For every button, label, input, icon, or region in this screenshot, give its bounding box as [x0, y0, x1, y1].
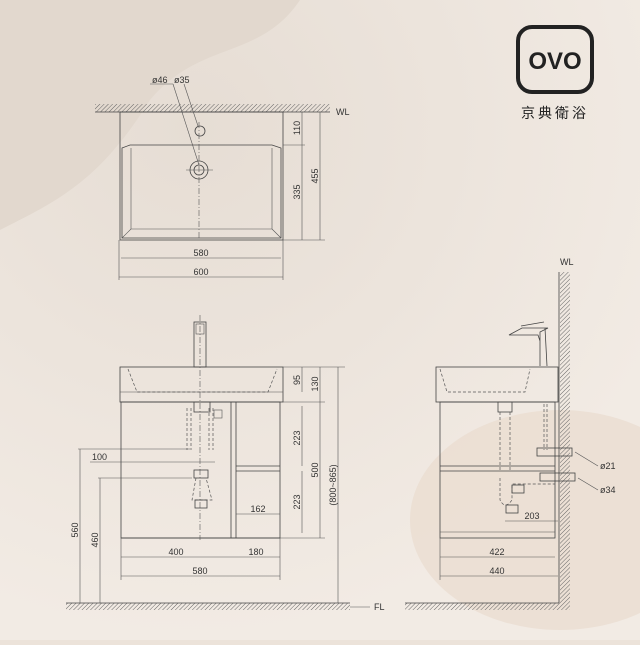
wall-hatch: [560, 272, 570, 603]
dim-180: 180: [248, 547, 263, 557]
faucet: [508, 327, 549, 367]
front-view: FL 100 560 460 95 130 223: [66, 315, 385, 612]
dim-560: 560: [70, 522, 80, 537]
dim-223-upper: 223: [292, 430, 302, 445]
dim-460: 460: [90, 532, 100, 547]
dim-440: 440: [489, 566, 504, 576]
drain-fitting: [193, 401, 211, 413]
dim-110: 110: [292, 121, 302, 135]
dim-600: 600: [193, 267, 208, 277]
dim-130: 130: [310, 376, 320, 391]
brand-name: 京典衛浴: [521, 105, 589, 121]
drain-diameter: ø46: [152, 75, 168, 85]
dim-455: 455: [310, 168, 320, 183]
dim-400: 400: [168, 547, 183, 557]
floor-hatch: [66, 603, 350, 610]
dim-500: 500: [310, 462, 320, 477]
cabinet: [439, 401, 556, 539]
dim-223-lower: 223: [292, 494, 302, 509]
brand-logo: OVO 京典衛浴: [516, 25, 594, 121]
dim-580-cabinet: 580: [192, 566, 207, 576]
tap-hole: [194, 125, 206, 137]
dim-580: 580: [193, 248, 208, 258]
wall-hatch: [95, 104, 330, 112]
floor-label: FL: [374, 602, 385, 612]
supply-pipe-diameter: ø21: [600, 461, 616, 471]
background-swirl: [0, 0, 300, 230]
dim-335: 335: [292, 184, 302, 199]
supply-pipe: [536, 447, 573, 457]
wall-label: WL: [336, 107, 350, 117]
floor-hatch: [405, 603, 570, 610]
side-view: WL ø21 ø34 203 422 440: [405, 257, 616, 610]
dim-95: 95: [292, 375, 302, 385]
basin-outline: [119, 111, 284, 241]
drain-pipe: [539, 472, 576, 482]
dim-162: 162: [250, 504, 265, 514]
top-view: WL ø46 ø35 110 335 455 580 600: [95, 75, 350, 280]
tap-hole-diameter: ø35: [174, 75, 190, 85]
dim-203: 203: [524, 511, 539, 521]
logo-text: OVO: [528, 48, 581, 75]
dim-100: 100: [92, 452, 107, 462]
dim-422: 422: [489, 547, 504, 557]
dim-800-865: (800~865): [328, 464, 338, 505]
drain-pipe-diameter: ø34: [600, 485, 616, 495]
wall-label: WL: [560, 257, 574, 267]
background-swirl: [410, 410, 640, 630]
